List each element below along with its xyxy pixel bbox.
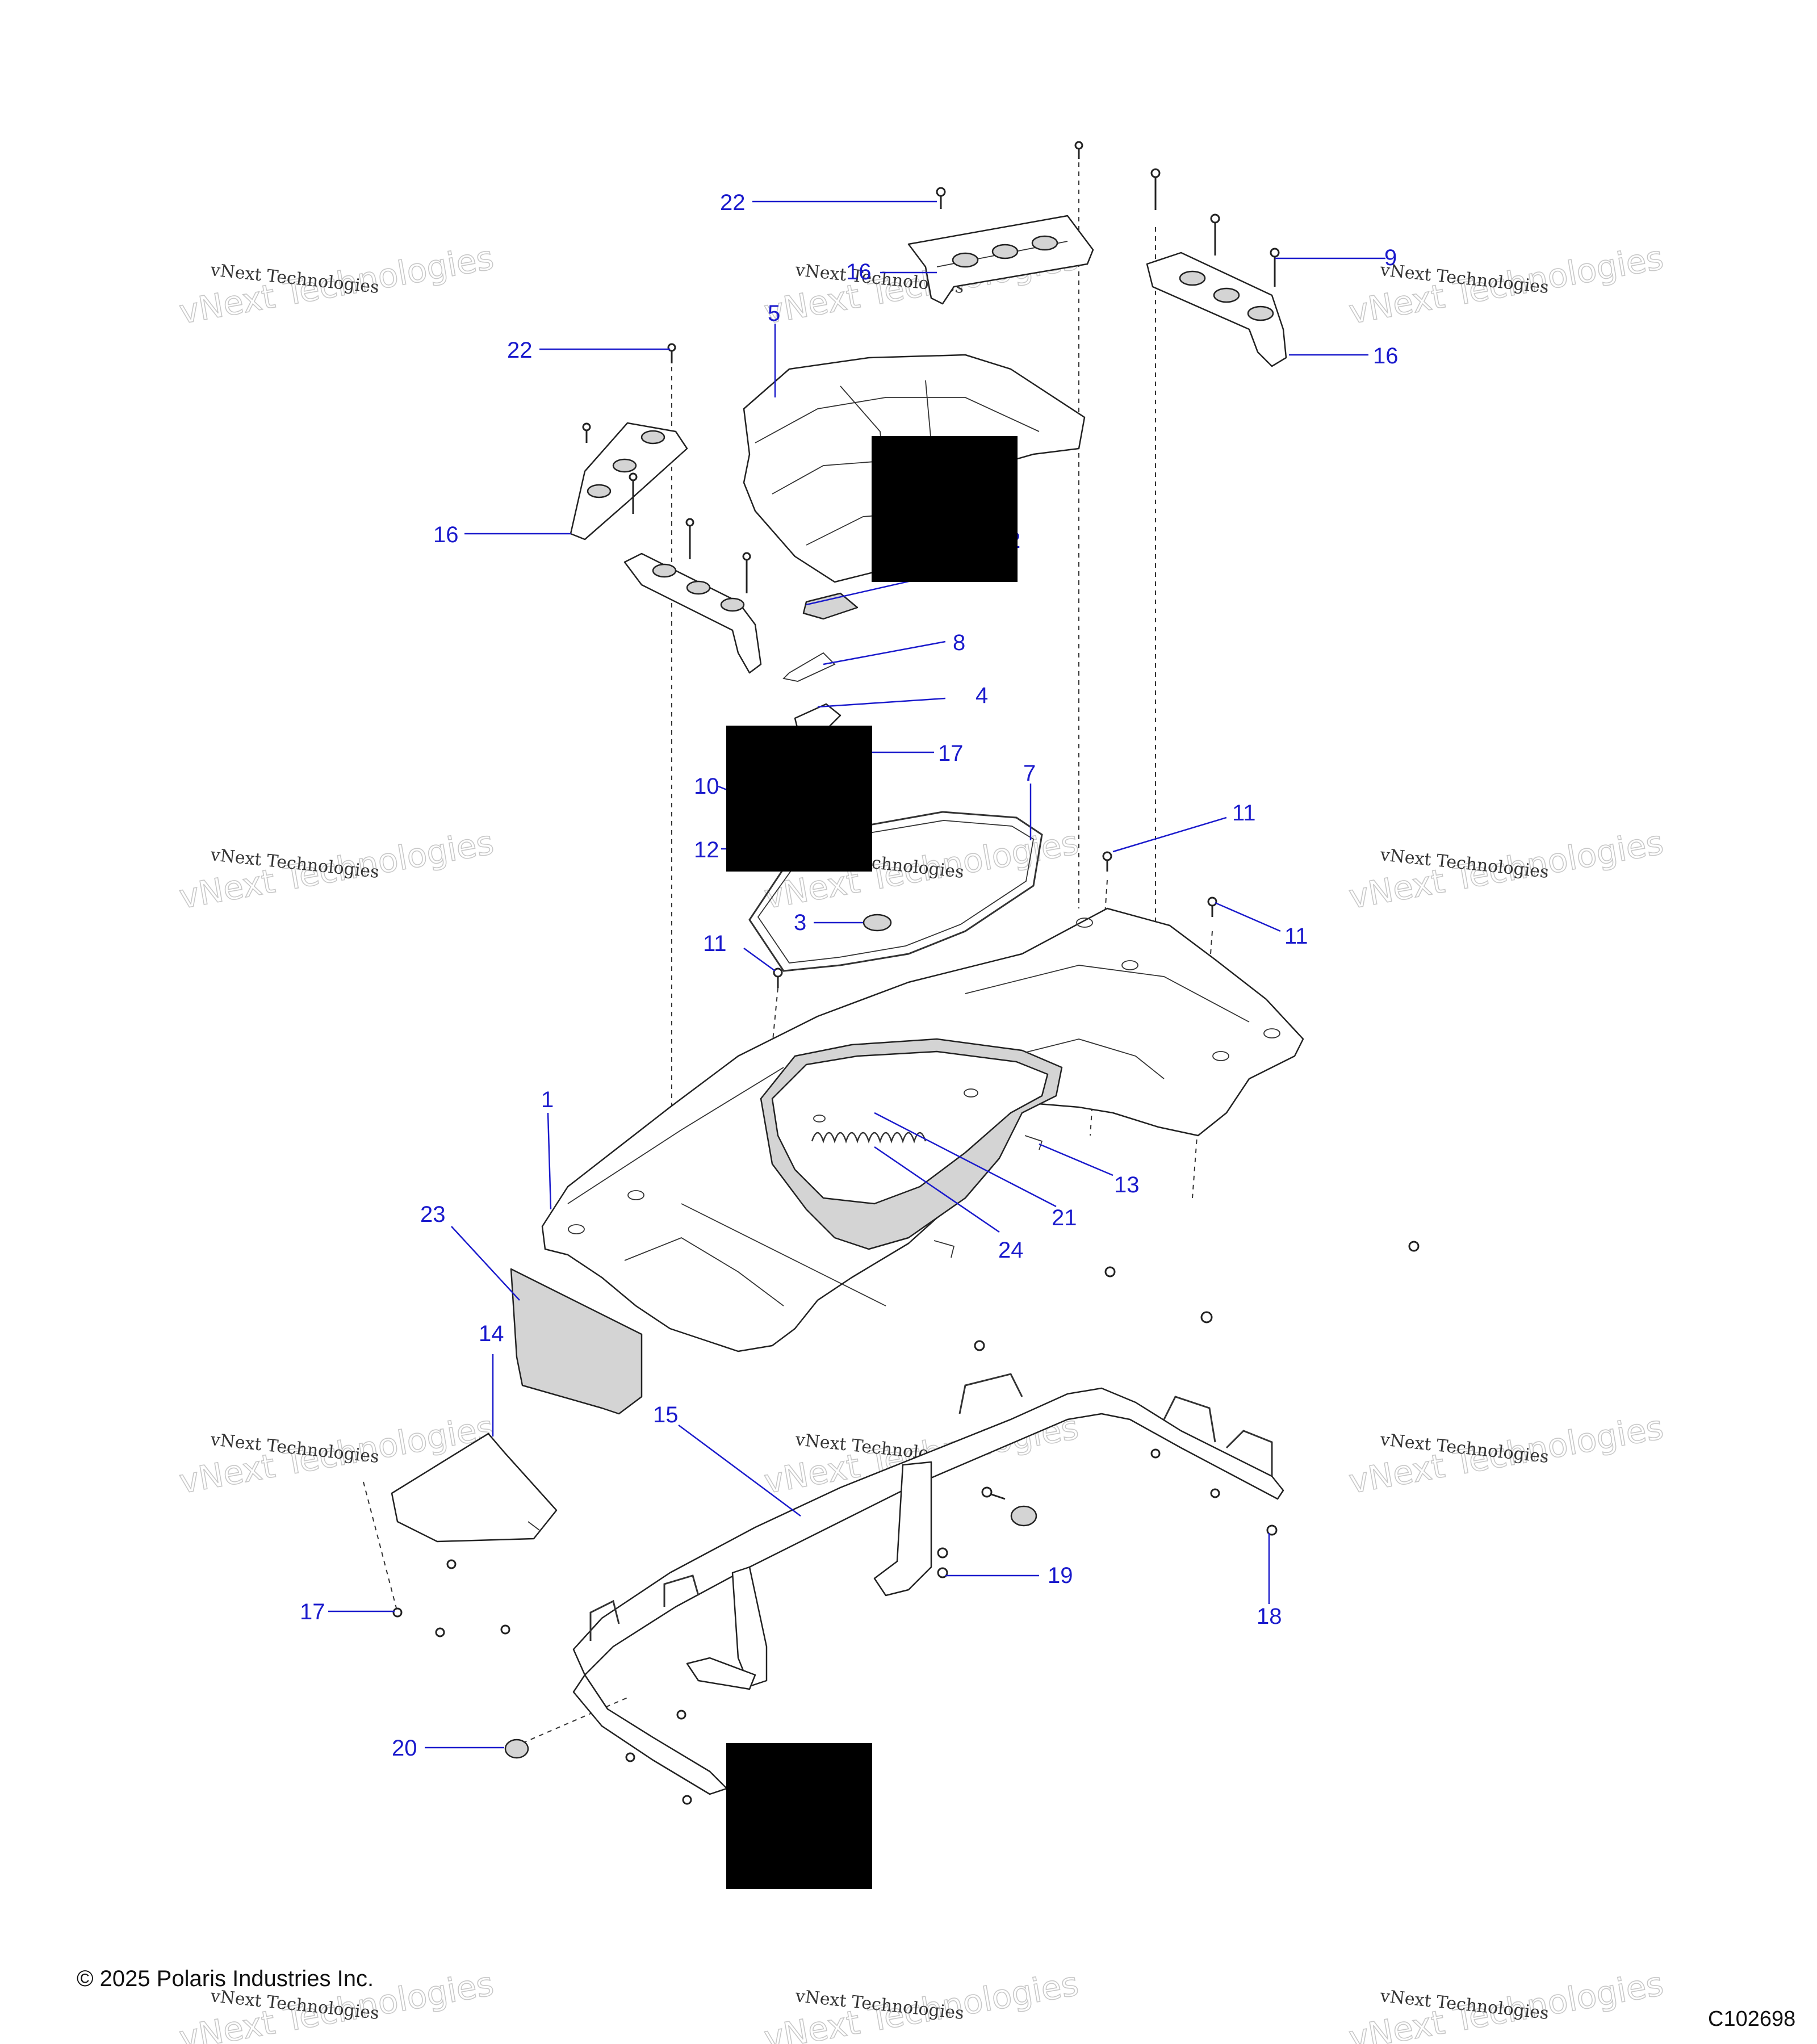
upper-bracket	[907, 215, 1094, 305]
mud-flap	[510, 1268, 643, 1415]
callout-16: 16	[846, 259, 872, 284]
callout-14: 14	[479, 1321, 504, 1346]
watermark-tile: vNext Technologies vNext Technologies	[761, 1964, 1082, 2044]
watermark-tile: vNext Technologies vNext Technologies	[176, 238, 497, 332]
callout-22: 22	[720, 190, 746, 215]
callout-16: 16	[433, 522, 459, 547]
watermark-tile: vNext Technologies vNext Technologies	[176, 823, 497, 917]
callout-7: 7	[1023, 761, 1036, 786]
latch	[802, 592, 859, 620]
callout-11: 11	[703, 931, 727, 956]
bolts	[392, 141, 1420, 1805]
callout-4: 4	[976, 683, 988, 708]
callout-21: 21	[1052, 1205, 1077, 1230]
callout-11: 11	[1284, 924, 1308, 949]
callout-20: 20	[392, 1736, 417, 1761]
redaction-boxes	[726, 436, 1018, 1889]
rear-rack	[541, 907, 1304, 1352]
redaction-box	[872, 436, 1018, 582]
callout-22: 22	[507, 338, 533, 363]
callout-leaders	[328, 200, 1385, 1749]
callout-9: 9	[1384, 245, 1397, 270]
callout-labels: 22 16 9 16 5 22 16 2 8 4 17 10 7 12 11 1…	[300, 190, 1399, 1761]
callout-23: 23	[420, 1202, 446, 1227]
callout-18: 18	[1257, 1604, 1282, 1629]
left-bracket-upper	[570, 422, 688, 541]
copyright-notice: © 2025 Polaris Industries Inc.	[77, 1966, 374, 1991]
watermark-tile: vNext Technologies vNext Technologies	[1346, 1964, 1667, 2044]
callout-13: 13	[1114, 1172, 1140, 1197]
redaction-box	[726, 1743, 872, 1889]
callout-19: 19	[1048, 1563, 1073, 1588]
callout-5: 5	[768, 301, 780, 326]
left-bracket-lower	[623, 552, 762, 674]
figure-id: C102698	[1708, 2007, 1796, 2031]
callout-16: 16	[1373, 344, 1399, 368]
callout-8: 8	[953, 630, 965, 655]
callout-3: 3	[794, 910, 806, 935]
callout-12: 12	[694, 837, 719, 862]
clip	[782, 652, 836, 682]
right-bracket	[1146, 252, 1287, 367]
callout-1: 1	[541, 1087, 554, 1112]
watermark-tile: vNext Technologies vNext Technologies	[1346, 1408, 1667, 1502]
redaction-box	[726, 726, 872, 872]
callout-17: 17	[300, 1599, 325, 1624]
callout-24: 24	[998, 1238, 1024, 1263]
callout-10: 10	[694, 774, 719, 799]
callout-11: 11	[1232, 801, 1256, 826]
watermark-tile: vNext Technologies vNext Technologies	[1346, 823, 1667, 917]
callout-17: 17	[938, 741, 964, 766]
callout-15: 15	[653, 1402, 679, 1427]
panel	[391, 1433, 558, 1543]
tube-frame	[504, 1373, 1284, 1795]
plug	[863, 914, 892, 932]
